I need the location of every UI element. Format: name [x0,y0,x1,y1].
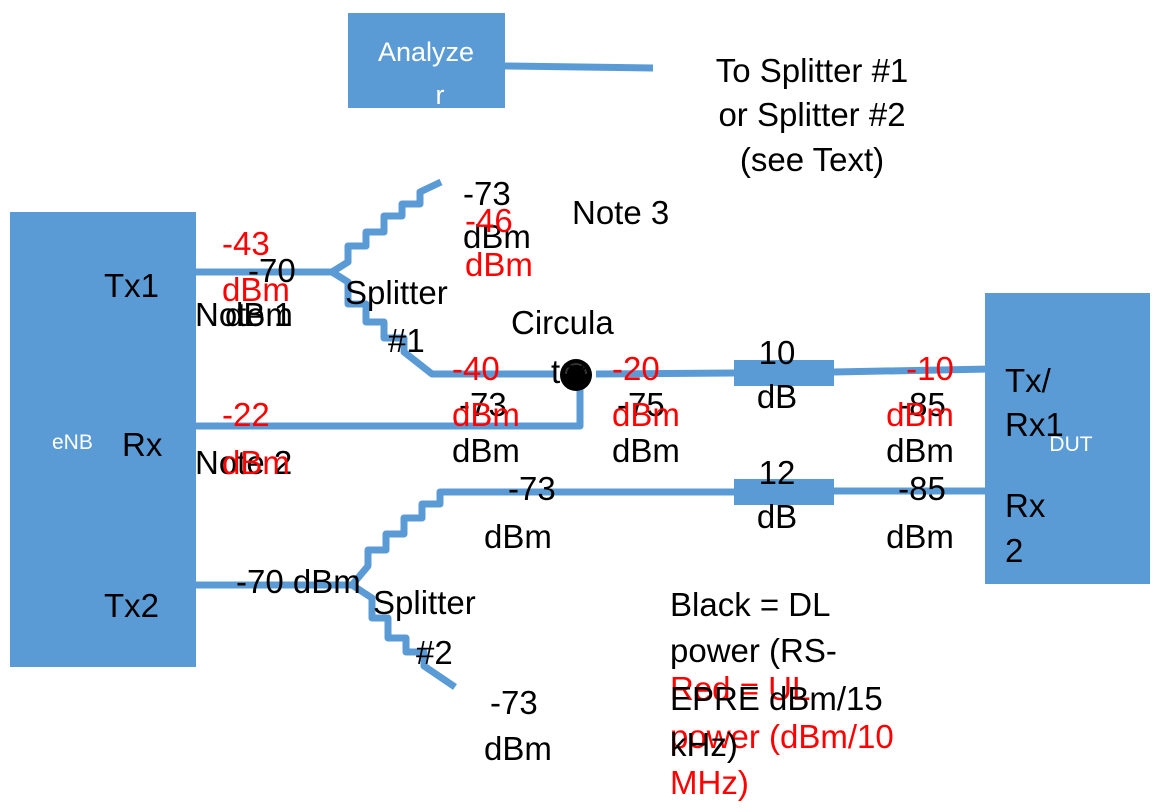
circulator-label-2: tor [551,353,590,390]
dl-after-circ-unit: dBm [612,432,680,469]
legend-red-3: MHz) [670,764,749,801]
splitter2-label: Splitter [373,584,476,621]
tx1-port-label: Tx1 [104,267,159,304]
ul-splitter1-up-level: -46 [465,202,513,239]
atten-upper-label: 10 [759,334,796,371]
dl-splitter2-up-unit: dBm [484,518,552,555]
tx2-port-label: Tx2 [104,587,159,624]
dut-box [985,293,1150,584]
dl-tx2-level: -70 dBm [236,563,361,600]
connector-note-3: (see Text) [740,141,884,178]
ul-tx1-unit: dBm [222,271,290,308]
ul-after-circ-level: -20 [612,350,660,387]
ul-circ-in-unit: dBm [452,396,520,433]
dut-rx2-label: Rx [1005,487,1046,524]
splitter1-label: Splitter [345,274,448,311]
dl-tx1-level: -70 [248,252,296,289]
attenuator-10db [734,360,834,386]
dl-rx-level: -73 [459,386,507,423]
dl-rx-unit: dBm [452,432,520,469]
atten-upper-label-2: dB [757,378,797,415]
ul-tx1-level: -43 [222,225,270,262]
note2-label: Note 2 [195,444,292,481]
connector-note: To Splitter #1 [716,52,909,89]
dl-splitter2-down-unit: dBm [484,730,552,767]
dl-splitter2-up-level: -73 [508,470,556,507]
ul-rx-unit: dBm [222,444,290,481]
splitter2-lower-branch [350,582,457,690]
dl-splitter1-up-level: -73 [463,175,511,212]
enb-label: eNB [52,431,93,454]
analyzer-box [348,13,505,108]
splitter1-label-2: #1 [388,322,425,359]
connector-note-2: or Splitter #2 [718,96,905,133]
dut-rx2-label-2: 2 [1005,532,1023,569]
circulator-label: Circula [511,304,614,341]
splitter1-upper-branch [330,178,443,275]
splitter2-label-2: #2 [416,634,453,671]
note1-label: Note 1 [195,296,292,333]
analyzer-label: Analyze [378,37,474,67]
ul-dut-txrx1-level: -10 [906,350,954,387]
legend-black-2: power (RS- [670,632,837,669]
ul-dut-txrx1-unit: dBm [886,396,954,433]
dl-after-circ-level: -75 [617,386,665,423]
analyzer-line [504,62,654,72]
dl-dut-rx2-level: -85 [898,470,946,507]
dl-dut-txrx1-level: -85 [898,386,946,423]
dut-txrx1-label: Tx/ [1005,362,1052,399]
atten-lower-label: 12 [759,454,796,491]
splitter1-lower-branch [330,269,556,378]
ul-splitter1-up-unit: dBm [465,246,533,283]
ul-circ-in-level: -40 [452,350,500,387]
enb-box [10,212,196,667]
dl-splitter1-up-unit: dBm [463,218,531,255]
analyzer-label-2: r [436,80,445,110]
legend-black: Black = DL [670,586,831,623]
note3-label: Note 3 [572,194,669,231]
dut-txrx1-label-2: Rx1 [1005,406,1064,443]
ul-rx-level: -22 [222,396,270,433]
dl-tx1-level-unit: dBm [225,296,293,333]
txrx1-line-2 [833,365,991,376]
dl-dut-rx2-unit: dBm [886,518,954,555]
dl-splitter2-down-level: -73 [490,684,538,721]
attenuator-12db [734,479,834,505]
ul-after-circ-unit: dBm [612,396,680,433]
circulator-arrow [565,363,587,375]
legend-black-3: EPRE dBm/15 [670,680,883,717]
atten-lower-label-2: dB [757,498,797,535]
rx-line [196,388,584,430]
rx-port-label: Rx [122,426,163,463]
legend-red-2: power (dBm/10 [670,718,894,755]
dut-label: DUT [1049,433,1092,456]
dl-dut-txrx1-unit: dBm [886,432,954,469]
txrx1-line [595,369,735,378]
legend-red: Red = UL [670,670,810,707]
splitter2-upper-branch [349,488,734,588]
legend-black-4: kHz) [670,726,738,763]
